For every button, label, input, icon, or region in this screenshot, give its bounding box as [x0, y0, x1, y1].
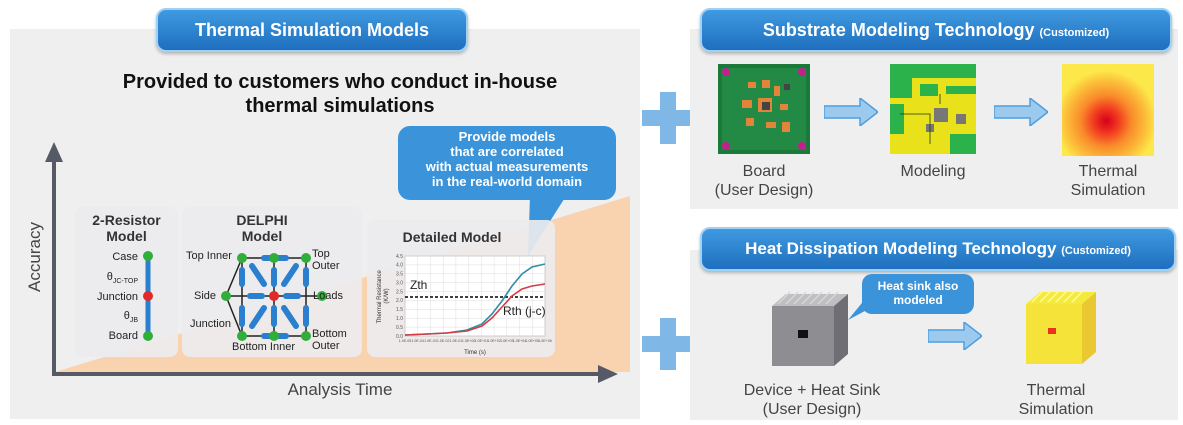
plot-x-tick: 1.0E+00: [462, 339, 476, 343]
modeling-caption: Modeling: [900, 163, 966, 180]
two-resistor-diagram: [143, 251, 153, 341]
board-node: [143, 331, 153, 341]
plot-y-tick: 4.0: [396, 263, 403, 269]
delphi-network: [221, 253, 327, 341]
heat-sink-thermal-image: [1026, 289, 1096, 364]
plot-x-tick: 1.0E-05: [399, 339, 412, 343]
delphi-junction: Junction: [190, 318, 231, 330]
board-label: Board: [108, 330, 138, 342]
plot-x-tick: 1.0E+02: [487, 339, 501, 343]
plus-icon-bottom: [642, 318, 694, 370]
plot-y-tick: 3.5: [396, 272, 403, 278]
theta-jb-label: θJB: [123, 310, 138, 325]
heat-dissipation-title: Heat Dissipation Modeling Technology (Cu…: [700, 227, 1176, 271]
rth-label: Rth (j-c): [503, 304, 546, 318]
plot-x-tick: 1.0E+04: [513, 339, 527, 343]
plus-icon-top: [642, 92, 694, 144]
plot-x-tick: 1.0E-02: [437, 339, 450, 343]
zth-plot-ylabel: Thermal Resistance (K/W): [377, 268, 390, 323]
detailed-title: Detailed Model: [402, 229, 502, 245]
delphi-loads: Loads: [313, 290, 343, 302]
plot-x-tick: 1.0E+06: [538, 339, 552, 343]
zth-label: Zth: [410, 278, 428, 292]
plot-y-tick: 4.5: [396, 254, 403, 260]
junction-label: Junction: [97, 291, 138, 303]
board-image: [718, 64, 810, 154]
board-caption: Board(User Design): [714, 163, 814, 199]
plot-y-tick: 3.0: [396, 280, 403, 286]
plot-y-tick: 0.0: [396, 334, 403, 340]
modeling-image: [890, 64, 976, 154]
device-heat-sink-caption: Device + Heat Sink(User Design): [743, 382, 881, 418]
case-node: [143, 251, 153, 261]
junction-node: [143, 291, 153, 301]
substrate-title: Substrate Modeling Technology (Customize…: [700, 8, 1172, 52]
correlation-callout: Provide models that are correlated with …: [398, 126, 616, 200]
thermal-models-title: Thermal Simulation Models: [156, 8, 468, 52]
heat-callout-pointer: [848, 298, 878, 320]
plot-x-tick: 1.0E+05: [526, 339, 540, 343]
arrow-icon-1: [824, 98, 878, 126]
delphi-top-inner: Top Inner: [186, 250, 232, 262]
plot-y-tick: 1.5: [396, 307, 403, 313]
heat-sink-device-image: [772, 291, 848, 366]
plot-x-tick: 1.0E-04: [411, 339, 424, 343]
delphi-side: Side: [194, 290, 217, 302]
two-resistor-title: 2-Resistor Model: [92, 212, 161, 244]
case-label: Case: [112, 251, 138, 263]
plot-x-tick: 1.0E+03: [500, 339, 514, 343]
plot-y-tick: 2.0: [396, 298, 403, 304]
left-headline: Provided to customers who conduct in-hou…: [122, 71, 558, 117]
x-axis-label: Analysis Time: [287, 380, 393, 399]
thermal-map-image: [1062, 64, 1154, 156]
plot-x-tick: 1.0E-01: [450, 339, 463, 343]
arrow-icon-3: [928, 322, 982, 350]
plot-y-tick: 0.5: [396, 325, 403, 331]
zth-plot-xlabel: Time (s): [464, 350, 486, 356]
arrow-icon-2: [994, 98, 1048, 126]
delphi-bottom-inner: Bottom Inner: [232, 341, 295, 353]
plot-y-tick: 1.0: [396, 316, 403, 322]
rth-curve-red: [404, 283, 546, 336]
plot-y-tick: 2.5: [396, 289, 403, 295]
delphi-title: DELPHI Model: [236, 212, 288, 244]
plot-x-tick: 1.0E+01: [475, 339, 489, 343]
y-axis-label: Accuracy: [25, 222, 44, 292]
two-resistor-card: [75, 207, 178, 357]
plot-x-tick: 1.0E-03: [424, 339, 437, 343]
theta-jc-label: θJC-TOP: [106, 271, 138, 286]
